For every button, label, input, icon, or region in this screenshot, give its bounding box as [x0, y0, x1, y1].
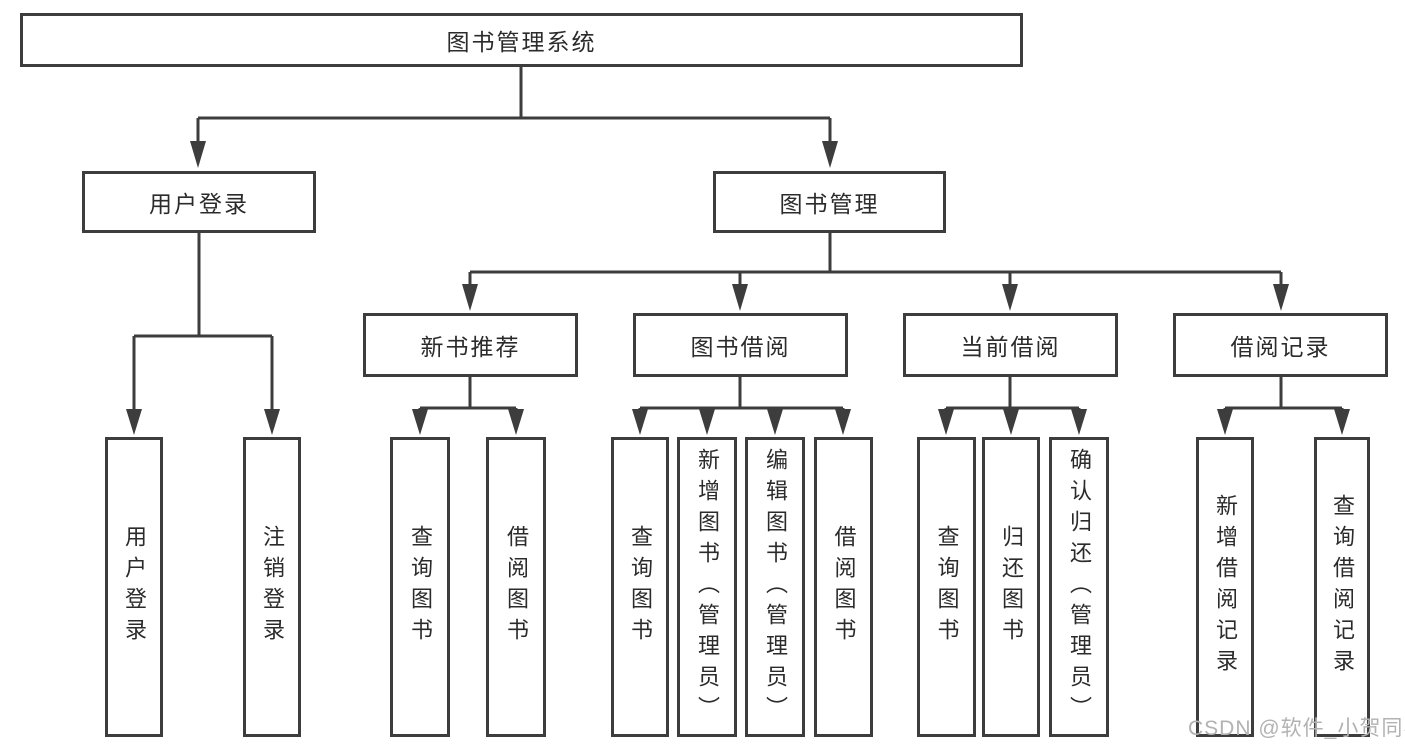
connector-new-book-children — [418, 377, 518, 410]
node-label: 借阅图书 — [831, 525, 857, 649]
arrowhead — [190, 141, 206, 168]
node-label: 查询图书 — [408, 525, 433, 649]
arrowhead — [1273, 284, 1289, 311]
arrowhead — [1071, 409, 1087, 435]
node-label: 注销登录 — [260, 525, 285, 649]
arrowhead — [632, 409, 648, 435]
arrowhead — [462, 284, 478, 311]
arrowhead — [1003, 409, 1019, 435]
arrowhead — [732, 284, 748, 311]
connector-user-login-children — [132, 233, 274, 410]
leaf-add-books-admin: 新增图书（管理员） — [677, 437, 737, 737]
node-label: 确认归还（管理员） — [1067, 447, 1092, 727]
node-label: 借阅图书 — [504, 525, 529, 649]
leaf-borrow-books: 借阅图书 — [814, 437, 873, 737]
connector-book-borrowing-children — [638, 377, 845, 410]
arrowhead — [1217, 409, 1233, 435]
arrowhead — [1002, 284, 1018, 311]
arrowhead — [412, 409, 428, 435]
arrowhead — [126, 409, 142, 435]
arrowhead — [835, 409, 851, 435]
connector-borrowing-records-children — [1223, 377, 1344, 410]
node-label: 当前借阅 — [960, 334, 1061, 360]
arrowhead — [264, 409, 280, 435]
leaf-add-borrow-record: 新增借阅记录 — [1196, 437, 1254, 737]
leaf-logout: 注销登录 — [243, 437, 301, 737]
leaf-borrow-books-recommend: 借阅图书 — [486, 437, 546, 737]
arrowhead — [1334, 409, 1350, 435]
node-label: 新书推荐 — [420, 334, 521, 360]
connector-book-management-children — [468, 233, 1283, 285]
arrowhead — [822, 141, 838, 168]
arrowhead — [767, 409, 783, 435]
node-label: 图书借阅 — [690, 334, 791, 360]
node-label: 用户登录 — [149, 191, 249, 217]
node-book-management: 图书管理 — [713, 171, 946, 233]
leaf-confirm-return-admin: 确认归还（管理员） — [1049, 437, 1109, 737]
arrowhead — [938, 409, 954, 435]
node-book-borrowing: 图书借阅 — [633, 313, 848, 377]
node-borrowing-records: 借阅记录 — [1173, 313, 1388, 377]
leaf-query-books-borrow: 查询图书 — [611, 437, 669, 737]
node-label: 查询图书 — [628, 525, 653, 649]
leaf-query-books-recommend: 查询图书 — [390, 437, 450, 737]
node-label: 编辑图书（管理员） — [763, 447, 788, 727]
node-library-management-system: 图书管理系统 — [20, 13, 1023, 67]
leaf-query-borrow-record: 查询借阅记录 — [1314, 437, 1370, 737]
node-label: 查询借阅记录 — [1330, 494, 1355, 680]
watermark: CSDN @软件_小贺同学 — [1188, 717, 1405, 740]
connector-root-to-level2 — [196, 67, 832, 142]
node-new-book-recommendation: 新书推荐 — [363, 313, 578, 377]
node-label: 图书管理系统 — [446, 29, 597, 55]
arrowhead — [699, 409, 715, 435]
leaf-return-books: 归还图书 — [982, 437, 1040, 737]
node-label: 用户登录 — [122, 525, 147, 649]
node-label: 新增图书（管理员） — [695, 447, 720, 727]
leaf-edit-books-admin: 编辑图书（管理员） — [745, 437, 805, 737]
node-user-login: 用户登录 — [82, 171, 316, 233]
node-current-borrowing: 当前借阅 — [903, 313, 1118, 377]
node-label: 新增借阅记录 — [1213, 494, 1238, 680]
node-label: 图书管理 — [779, 191, 880, 217]
node-label: 借阅记录 — [1230, 334, 1331, 360]
connector-current-borrowing-children — [944, 377, 1081, 410]
leaf-user-login: 用户登录 — [105, 437, 163, 737]
arrowhead — [508, 409, 524, 435]
leaf-query-books-current: 查询图书 — [917, 437, 976, 737]
node-label: 查询图书 — [934, 525, 960, 649]
node-label: 归还图书 — [999, 525, 1024, 649]
